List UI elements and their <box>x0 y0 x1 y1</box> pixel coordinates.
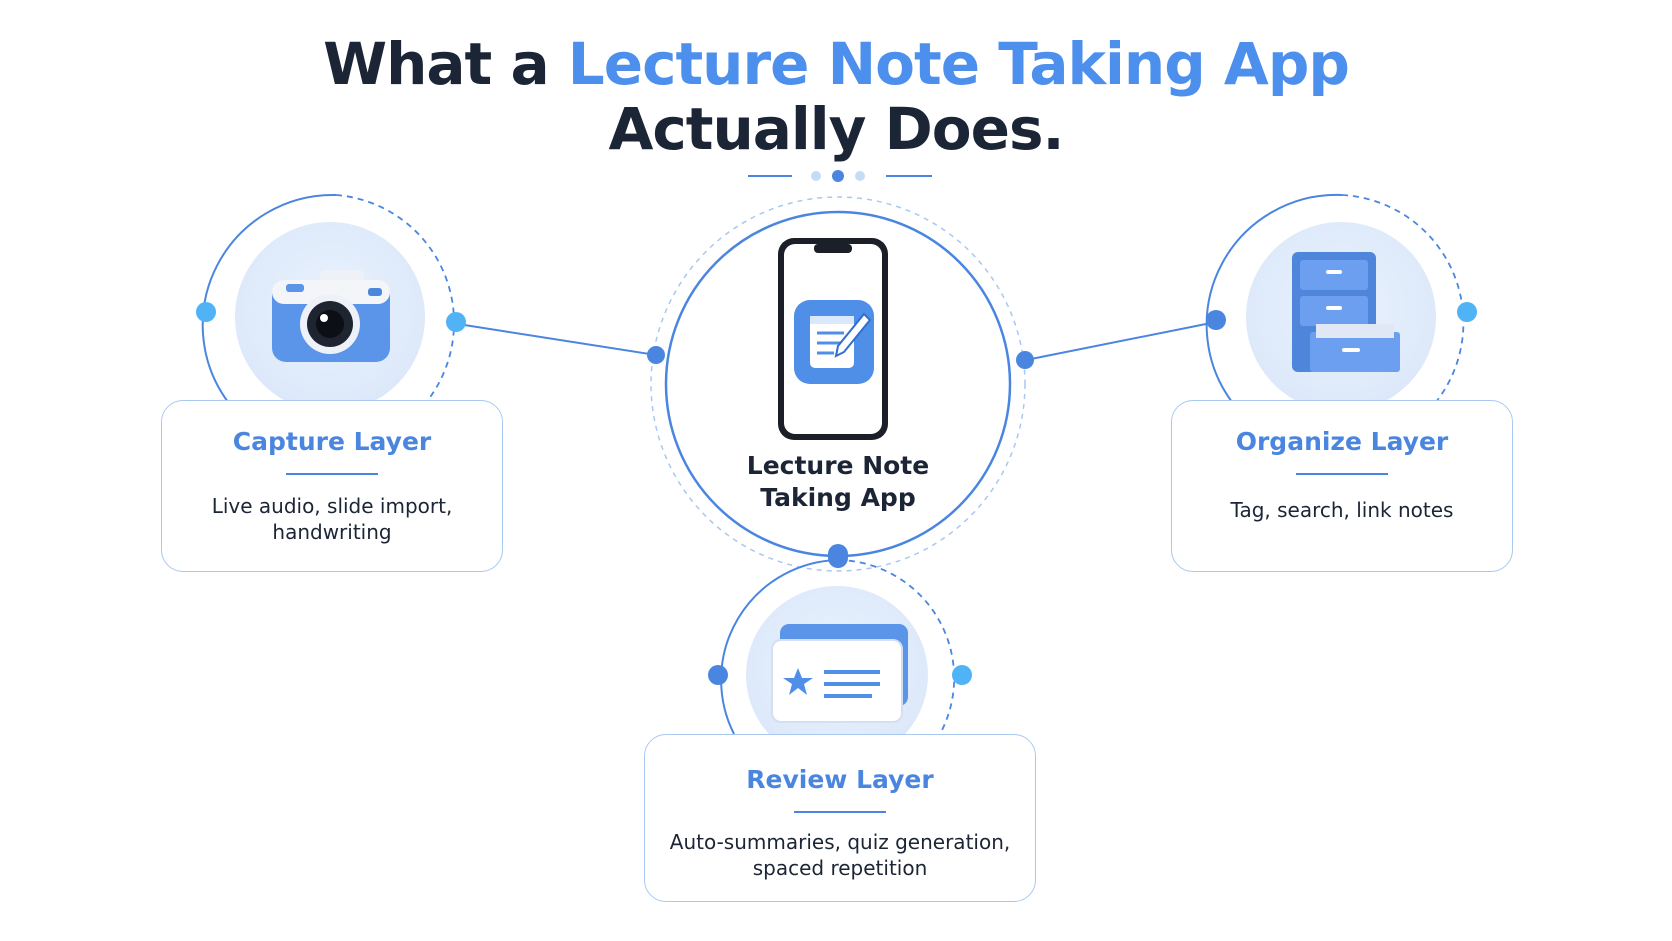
organize-layer-divider <box>1296 473 1388 475</box>
capture-layer-desc-line2: handwriting <box>272 520 392 544</box>
organize-layer-title: Organize Layer <box>1235 427 1449 456</box>
connector-dot <box>1457 302 1477 322</box>
capture-layer-desc-line1: Live audio, slide import, <box>211 494 453 518</box>
capture-ring-dashed <box>335 194 455 401</box>
connector-organize <box>1025 321 1217 361</box>
title-prefix: What a <box>323 30 568 98</box>
review-ring-solid <box>720 559 839 735</box>
review-layer-title: Review Layer <box>746 765 934 794</box>
capture-ring-solid <box>201 193 337 403</box>
connector-dot <box>647 346 665 364</box>
page-title-line2: Actually Does. <box>608 95 1064 163</box>
connector-dot <box>828 544 848 568</box>
capture-layer-divider <box>286 473 378 475</box>
review-layer-card: Review Layer Auto-summaries, quiz genera… <box>644 734 1036 902</box>
center-ring-outer <box>650 196 1026 572</box>
center-label-line1: Lecture Note <box>746 451 930 480</box>
camera-icon <box>272 270 390 362</box>
title-divider-dot <box>832 170 844 182</box>
title-divider-dot <box>855 171 865 181</box>
center-label-line2: Taking App <box>760 483 916 512</box>
connector-dot <box>1016 351 1034 369</box>
capture-layer-card: Capture Layer Live audio, slide import, … <box>161 400 503 572</box>
notepad-pencil-icon <box>778 238 888 440</box>
organize-layer-desc-line1: Tag, search, link notes <box>1230 498 1454 522</box>
review-ring-dashed <box>837 559 955 735</box>
filing-cabinet-icon <box>1292 252 1400 372</box>
title-highlight: Lecture Note Taking App <box>567 30 1350 98</box>
flashcards-icon <box>771 624 908 723</box>
connector-dot <box>446 312 466 332</box>
connector-capture <box>457 323 657 356</box>
organize-ring-solid <box>1205 193 1343 403</box>
capture-layer-title: Capture Layer <box>232 427 432 456</box>
connector-dot <box>196 302 216 322</box>
title-divider-dot <box>811 171 821 181</box>
review-layer-desc-line1: Auto-summaries, quiz generation, <box>669 830 1011 854</box>
review-layer-divider <box>794 811 886 813</box>
review-layer-desc-line2: spaced repetition <box>752 856 928 880</box>
connector-dot <box>952 665 972 685</box>
page-title-line1: What a Lecture Note Taking App <box>0 30 1672 98</box>
connector-dot <box>708 665 728 685</box>
organize-layer-card: Organize Layer Tag, search, link notes <box>1171 400 1513 572</box>
connector-dot <box>1206 310 1226 330</box>
